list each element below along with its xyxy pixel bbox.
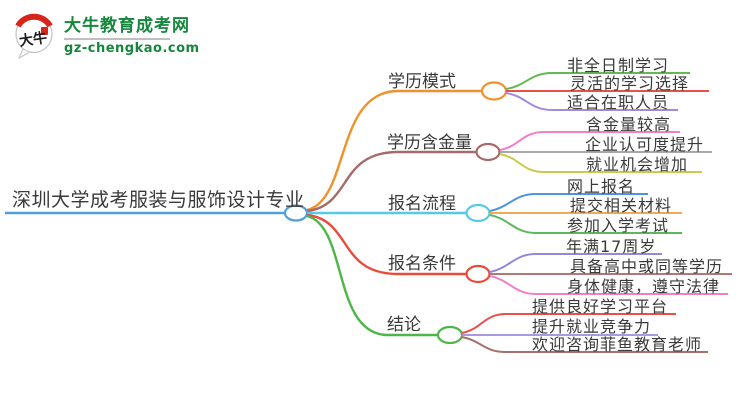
branch-2-node-circle[interactable]: [475, 142, 501, 162]
branch-3-topic[interactable]: 报名流程: [388, 194, 456, 214]
branch-3-leaf-2[interactable]: 提交相关材料: [570, 196, 673, 215]
branch-1-leaf-3-connector: [505, 92, 678, 111]
branch-5-node-circle[interactable]: [436, 325, 464, 345]
branch-2-connector: [306, 150, 476, 213]
logo-icon-text: 大牛: [18, 29, 48, 50]
logo-text-block: 大牛教育成考网 gz-chengkao.com: [64, 11, 200, 56]
branch-5-topic[interactable]: 结论: [387, 315, 421, 335]
branch-4-topic[interactable]: 报名条件: [388, 254, 456, 274]
branch-1-leaf-1[interactable]: 非全日制学习: [567, 56, 670, 75]
branch-3-leaf-1[interactable]: 网上报名: [567, 177, 636, 196]
logo-red-cap: [15, 13, 53, 28]
branch-3-leaf-1-connector: [489, 193, 648, 212]
branch-3-leaf-3-connector: [489, 214, 682, 234]
branch-4-connector: [306, 213, 466, 276]
branch-2-topic[interactable]: 学历含金量: [387, 133, 472, 153]
logo-divider: [64, 38, 170, 40]
branch-1-connector: [306, 89, 482, 212]
branch-1-topic[interactable]: 学历模式: [388, 72, 456, 92]
branch-4-leaf-3[interactable]: 身体健康，遵守法律: [567, 277, 721, 296]
branch-1-leaf-3[interactable]: 适合在职人员: [567, 93, 670, 112]
branch-3-leaf-3[interactable]: 参加入学考试: [567, 216, 670, 235]
branch-2-leaf-1-connector: [499, 131, 680, 151]
branch-4-leaf-1-connector: [489, 253, 662, 273]
branch-4-node-circle[interactable]: [465, 264, 491, 284]
logo-bull-icon: 大牛: [15, 13, 53, 59]
logo-title: 大牛教育成考网: [64, 16, 190, 36]
branch-5-leaf-3[interactable]: 欢迎咨询菲鱼教育老师: [532, 335, 703, 354]
branch-3-node-circle[interactable]: [465, 203, 491, 223]
branch-5-leaf-3-connector: [461, 336, 708, 353]
branch-1-node-circle[interactable]: [480, 81, 508, 101]
branch-4-leaf-2[interactable]: 具备高中或同等学历: [570, 257, 724, 276]
branch-2-leaf-1[interactable]: 含金量较高: [586, 115, 672, 134]
branch-1-leaf-2[interactable]: 灵活的学习选择: [570, 74, 690, 93]
site-logo: 大牛 大牛教育成考网 gz-chengkao.com: [13, 11, 200, 59]
branch-5-leaf-1-connector: [461, 313, 676, 334]
branch-4-leaf-3-connector: [489, 275, 728, 295]
central-topic[interactable]: 深圳大学成考服装与服饰设计专业: [12, 189, 305, 211]
branch-1-leaf-1-connector: [505, 72, 690, 90]
branch-2-leaf-2[interactable]: 企业认可度提升: [585, 135, 705, 154]
branch-5-connector: [306, 214, 438, 337]
logo-seal: [41, 27, 48, 35]
branch-4-leaf-1[interactable]: 年满17周岁: [566, 237, 657, 256]
branch-2-leaf-3-connector: [499, 153, 702, 173]
branch-5-leaf-2[interactable]: 提升就业竞争力: [532, 317, 652, 336]
logo-subtitle: gz-chengkao.com: [64, 41, 200, 56]
branch-2-leaf-3[interactable]: 就业机会增加: [586, 155, 689, 174]
branch-5-leaf-1[interactable]: 提供良好学习平台: [532, 297, 669, 316]
